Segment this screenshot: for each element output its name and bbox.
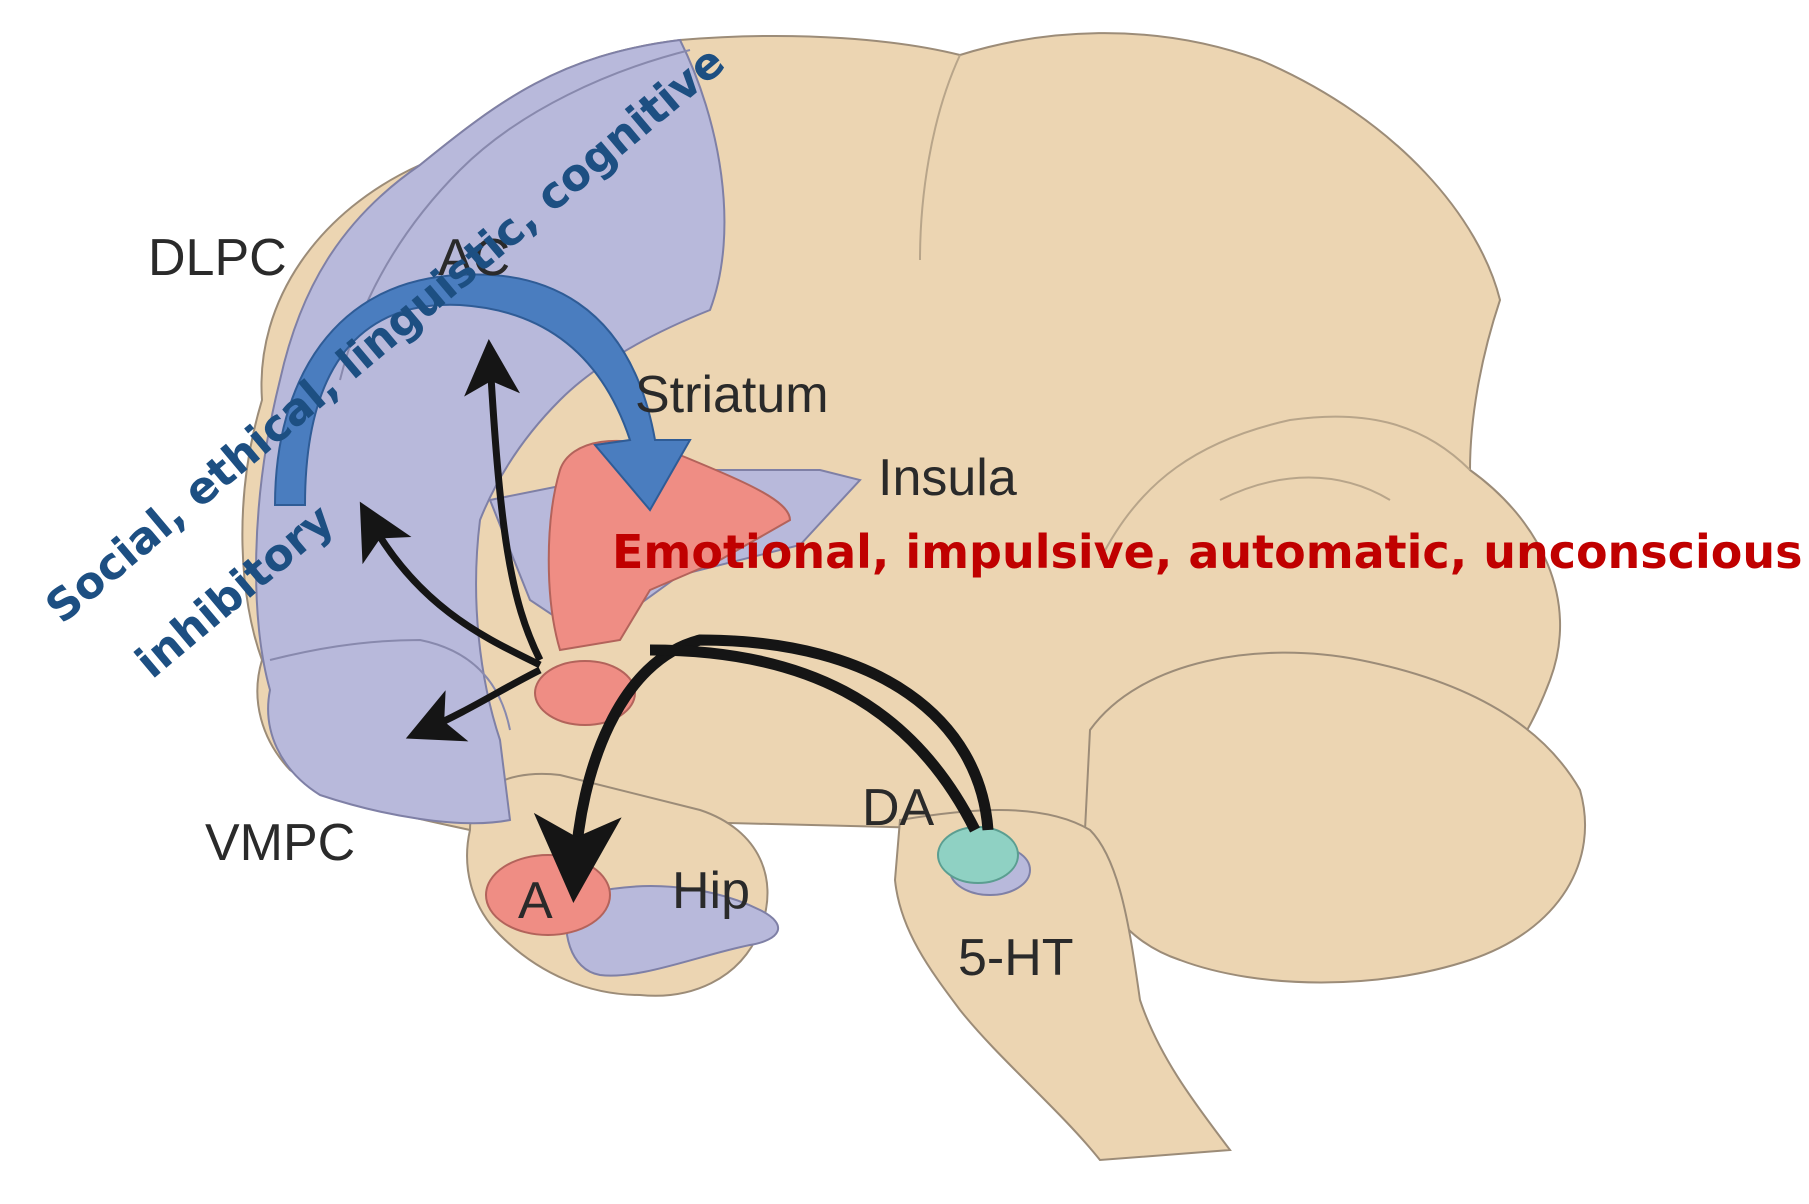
label-striatum: Striatum (635, 366, 829, 424)
label-5ht: 5-HT (958, 929, 1074, 987)
label-amygdala: A (518, 872, 553, 930)
label-hip: Hip (672, 862, 750, 920)
label-dlpc: DLPC (148, 229, 287, 287)
label-vmpc: VMPC (205, 814, 355, 872)
caption-bottom-up: Emotional, impulsive, automatic, unconsc… (612, 525, 1802, 579)
label-da: DA (862, 779, 935, 837)
da-nucleus (938, 827, 1018, 883)
label-insula: Insula (878, 449, 1017, 507)
